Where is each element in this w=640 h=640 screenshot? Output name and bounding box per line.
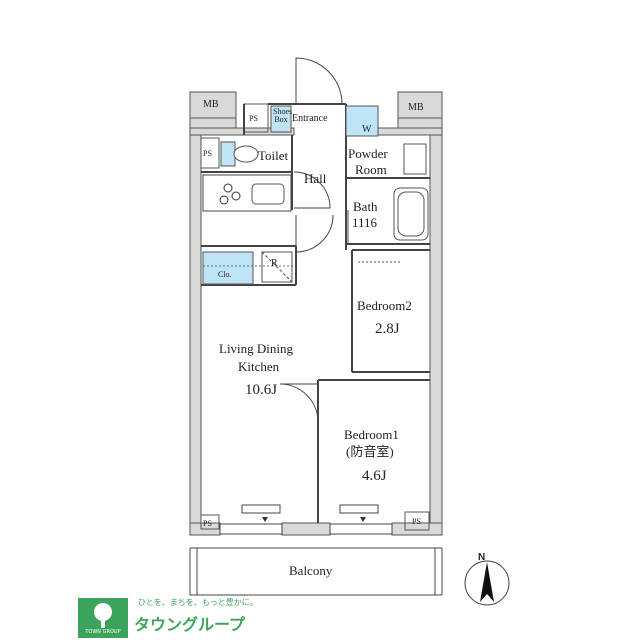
stove-icon [219, 183, 241, 205]
ps-bottom-left-box [200, 514, 220, 530]
window-ldk [219, 523, 283, 535]
washer-space [345, 105, 379, 137]
door-swings [279, 57, 353, 423]
ac-arrow-right [360, 517, 366, 522]
toilet-bowl-icon [233, 145, 259, 163]
ps-bottom-right-box [404, 511, 430, 531]
mb-right-box [397, 91, 443, 119]
entrance-label: Entrance [292, 113, 328, 124]
powder-label-line2: Room [355, 162, 387, 177]
washer-label: W [362, 124, 372, 135]
outer-walls [189, 91, 443, 536]
closet-area [202, 251, 254, 285]
powder-label-line1: Powder [348, 146, 388, 161]
brand-name: タウングループ [134, 615, 246, 634]
ac-arrow-left [262, 517, 268, 522]
shoes-box [270, 105, 292, 133]
interior-walls [201, 103, 430, 529]
ps-entrance-label: PS [249, 114, 258, 123]
balcony-outline [189, 547, 443, 596]
bedroom1-note-label: (防音室) [346, 444, 394, 459]
brand-tagline: ひとを、まちを、もっと豊かに。 [138, 598, 258, 607]
closet-label: Clo. [218, 270, 232, 279]
bedroom1-label: Bedroom1 [344, 427, 399, 442]
ps-bottom-left-label: PS [203, 519, 212, 528]
mb-right-label: MB [408, 102, 424, 113]
mb-left-label: MB [203, 99, 219, 110]
mb-left-box [189, 91, 237, 119]
ps-toilet-box [200, 137, 220, 169]
compass-icon [464, 560, 510, 606]
window-bedroom1 [329, 523, 393, 535]
refrigerator-box [261, 251, 293, 283]
kitchen-sink-icon [251, 183, 285, 205]
town-group-brand: ひとを、まちを、もっと豊かに。 タウングループ TOWN GROUP [78, 595, 288, 640]
bedroom2-label: Bedroom2 [357, 298, 412, 313]
washbasin-icon [403, 143, 427, 175]
toilet-fixture [220, 141, 236, 167]
shoes-box-label: Shoes Box [273, 107, 293, 124]
compass-north-label: N [478, 552, 486, 563]
bath-size-label: 1116 [352, 215, 378, 230]
balcony-label: Balcony [289, 563, 333, 578]
brand-sub: TOWN GROUP [85, 629, 121, 635]
ldk-label-line1: Living Dining [219, 341, 294, 356]
hall-label: Hall [304, 171, 327, 186]
refrigerator-label: R [271, 258, 278, 269]
bedroom2-size-label: 2.8J [375, 321, 400, 337]
ldk-size-label: 10.6J [245, 382, 278, 398]
ps-toilet-label: PS [203, 149, 212, 158]
ac-units [241, 504, 379, 514]
ps-bottom-right-label: PS [412, 517, 421, 526]
toilet-label: Toilet [258, 148, 289, 163]
bathtub-icon [393, 187, 429, 241]
bedroom1-size-label: 4.6J [362, 468, 387, 484]
bath-label: Bath [353, 199, 378, 214]
ldk-label-line2: Kitchen [238, 359, 280, 374]
